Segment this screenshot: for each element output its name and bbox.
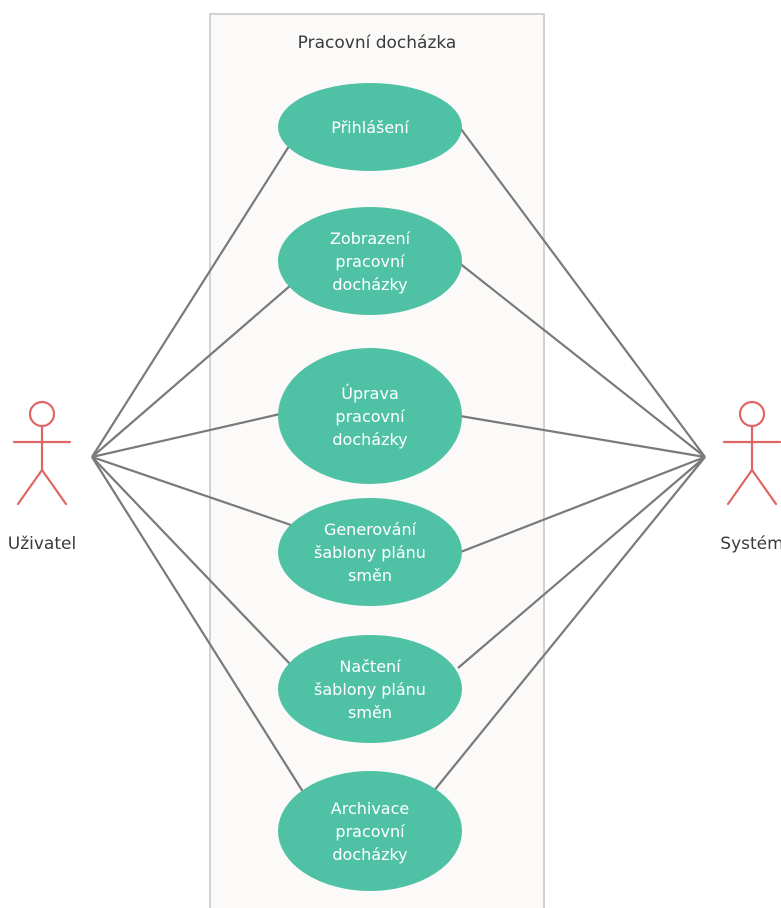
association-user-archive <box>91 456 306 796</box>
use-case-ellipse <box>278 771 462 891</box>
use-case-label: Přihlášení <box>331 118 409 137</box>
association-lines <box>91 124 706 796</box>
association-system-archive <box>432 456 706 793</box>
use-case-archive: Archivace pracovní docházky <box>278 771 462 891</box>
association-system-login <box>457 124 706 458</box>
use-case-ellipse <box>278 83 462 171</box>
use-case-label: pracovní <box>335 252 405 271</box>
use-case-load: Načtení šablony plánu směn <box>278 635 462 743</box>
association-user-generate <box>91 455 292 527</box>
association-user-view <box>91 284 292 458</box>
use-case-ellipse <box>278 498 462 606</box>
use-case-login: Přihlášení <box>278 83 462 171</box>
use-case-ellipse <box>278 348 462 484</box>
use-case-ellipse <box>278 207 462 315</box>
use-case-label: docházky <box>332 430 407 449</box>
use-case-label: pracovní <box>335 822 405 841</box>
association-user-edit <box>91 412 281 459</box>
use-case-label: směn <box>348 703 392 722</box>
association-system-view <box>457 261 706 458</box>
association-system-load <box>457 456 706 669</box>
association-user-login <box>91 142 292 458</box>
actor-system-label: Systém <box>720 534 781 554</box>
association-system-edit <box>459 414 706 459</box>
actor-system-figure <box>722 400 781 506</box>
actor-user-label: Uživatel <box>8 534 76 554</box>
use-case-ellipse <box>278 635 462 743</box>
use-case-label: směn <box>348 566 392 585</box>
use-cases: PřihlášeníZobrazenípracovnídocházkyÚprav… <box>278 83 462 891</box>
use-case-view: Zobrazení pracovní docházky <box>278 207 462 315</box>
use-case-label: docházky <box>332 275 407 294</box>
system-title: Pracovní docházka <box>298 33 457 53</box>
use-case-label: Úprava <box>341 384 399 403</box>
use-case-label: Archivace <box>331 799 409 818</box>
use-case-label: šablony plánu <box>314 543 426 562</box>
use-case-label: pracovní <box>335 407 405 426</box>
use-case-label: Zobrazení <box>330 229 411 248</box>
use-case-edit: Úprava pracovní docházky <box>278 348 462 484</box>
use-case-generate: Generování šablony plánu směn <box>278 498 462 606</box>
actors: Uživatel Systém <box>8 400 781 554</box>
use-case-label: Načtení <box>339 657 401 676</box>
actor-user-figure <box>12 400 72 506</box>
use-case-label: docházky <box>332 845 407 864</box>
use-case-label: šablony plánu <box>314 680 426 699</box>
association-system-generate <box>457 455 706 555</box>
association-user-load <box>91 456 292 666</box>
use-case-label: Generování <box>324 520 417 539</box>
